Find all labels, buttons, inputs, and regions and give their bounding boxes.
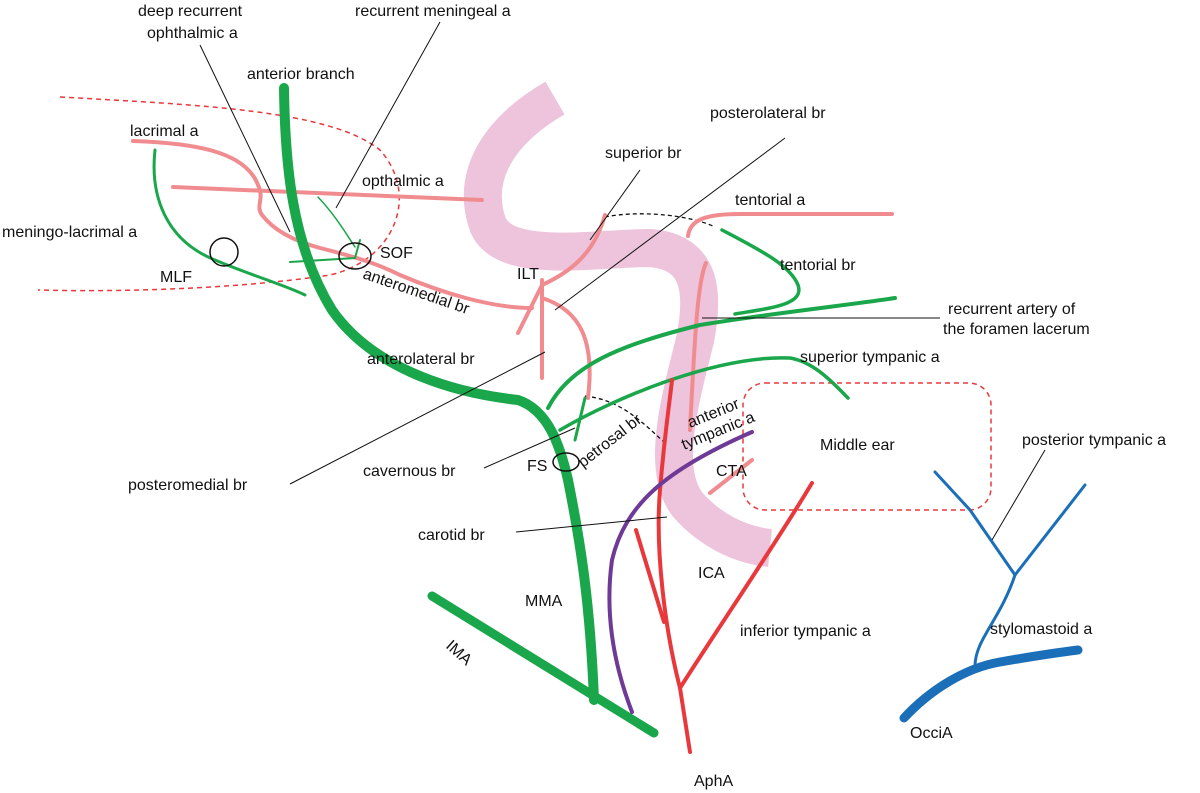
label-occia: OcciA bbox=[910, 725, 953, 742]
ilt-posterolateral-branch bbox=[540, 296, 592, 400]
leader-superior-br bbox=[589, 169, 641, 241]
leader-posterolateral-br bbox=[554, 137, 786, 311]
label-anteromedial: anteromedial br bbox=[361, 266, 472, 318]
ascending-pharyngeal-artery bbox=[656, 378, 692, 754]
label-ima: IMA bbox=[442, 637, 475, 669]
middle-ear-dashed-box bbox=[742, 382, 992, 511]
leader-deep-recurrent-ophthalmic bbox=[199, 44, 291, 233]
label-posteromedial-br: posteromedial br bbox=[128, 477, 248, 494]
label-posterior-tympanic: posterior tympanic a bbox=[1022, 432, 1166, 449]
inferior-tympanic-artery bbox=[678, 481, 814, 690]
label-lacrimal: lacrimal a bbox=[130, 123, 199, 140]
leader-cavernous-br bbox=[483, 427, 576, 469]
label-apha: AphA bbox=[694, 773, 733, 790]
label-ica: ICA bbox=[698, 565, 725, 582]
label-tentorial-br: tentorial br bbox=[780, 257, 856, 274]
leader-posterior-tympanic bbox=[991, 449, 1046, 541]
cavernous-anterolateral-branch bbox=[546, 296, 897, 410]
label-recurrent-meningeal: recurrent meningeal a bbox=[355, 3, 511, 20]
label-superior-tympanic: superior tympanic a bbox=[800, 349, 940, 366]
leader-recurrent-meningeal bbox=[335, 21, 441, 209]
label-sof: SOF bbox=[380, 245, 413, 262]
anteromedial-branch bbox=[398, 273, 534, 310]
label-anterolateral-br: anterolateral br bbox=[367, 351, 475, 368]
petrosal-branch bbox=[573, 396, 587, 442]
label-opthalmic: opthalmic a bbox=[362, 173, 444, 190]
sof-foramen-circle bbox=[338, 242, 372, 270]
tentorial-dashed-connection bbox=[604, 213, 716, 228]
label-carotid-br: carotid br bbox=[418, 527, 485, 544]
ilt-anterior-branch bbox=[516, 283, 544, 335]
label-recurrent-foramen-lacerum-1: recurrent artery of bbox=[948, 301, 1076, 318]
label-tentorial-a: tentorial a bbox=[735, 192, 805, 209]
petrosal-dashed-connection bbox=[584, 395, 666, 444]
ophthalmic-artery bbox=[171, 185, 484, 202]
occipital-artery bbox=[899, 645, 1083, 723]
apha-left-branch bbox=[634, 528, 666, 624]
label-cavernous-br: cavernous br bbox=[363, 463, 456, 480]
leader-carotid-br bbox=[515, 516, 668, 533]
internal-carotid-artery-band bbox=[463, 81, 773, 567]
label-deep-recurrent-ophthalmic-2: ophthalmic a bbox=[147, 25, 238, 42]
label-inferior-tympanic: inferior tympanic a bbox=[740, 623, 871, 640]
ilt-superior-branch bbox=[540, 213, 607, 287]
label-fs: FS bbox=[527, 458, 547, 475]
label-meningo-lacrimal: meningo-lacrimal a bbox=[2, 224, 137, 241]
label-posterolateral-br: posterolateral br bbox=[710, 105, 826, 122]
recurrent-artery-foramen-lacerum bbox=[688, 261, 708, 432]
label-stylomastoid: stylomastoid a bbox=[990, 621, 1092, 638]
label-middle-ear: Middle ear bbox=[820, 437, 895, 454]
label-mlf: MLF bbox=[160, 269, 192, 286]
meningo-lacrimal-artery bbox=[152, 148, 307, 297]
tentorial-branch bbox=[720, 228, 801, 316]
stylomastoid-right-branch bbox=[1013, 483, 1087, 577]
label-petrosal-br: petrosal br bbox=[575, 411, 646, 471]
label-recurrent-foramen-lacerum-2: the foramen lacerum bbox=[943, 321, 1090, 338]
mma-anterior-branch bbox=[279, 83, 599, 705]
label-anterior-branch: anterior branch bbox=[247, 66, 355, 83]
stylomastoid-artery bbox=[973, 573, 1017, 668]
mlf-foramen-circle bbox=[209, 237, 239, 267]
lacrimal-artery bbox=[131, 139, 402, 277]
label-mma: MMA bbox=[525, 593, 563, 610]
anterior-tympanic-artery bbox=[607, 430, 754, 714]
superior-tympanic-artery bbox=[558, 356, 850, 432]
label-superior-br: superior br bbox=[605, 145, 682, 162]
leader-posteromedial-br bbox=[289, 351, 546, 485]
recurrent-meningeal-artery bbox=[317, 196, 356, 248]
label-cta: CTA bbox=[716, 463, 747, 480]
tentorial-artery bbox=[686, 212, 894, 238]
orbital-green-connector bbox=[289, 239, 361, 263]
label-ilt: ILT bbox=[517, 266, 539, 283]
internal-maxillary-artery bbox=[427, 591, 659, 738]
caroticotympanic-artery bbox=[708, 458, 754, 495]
stylomastoid-left-branch bbox=[933, 470, 1017, 577]
label-deep-recurrent-ophthalmic-1: deep recurrent bbox=[138, 3, 243, 20]
fs-foramen-circle bbox=[552, 452, 580, 472]
